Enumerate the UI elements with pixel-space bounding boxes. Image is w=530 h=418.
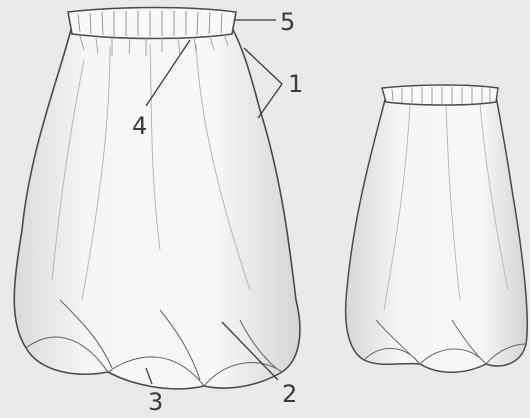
callout-5: 5	[280, 8, 295, 36]
callout-3: 3	[148, 388, 163, 416]
large-skirt	[14, 8, 300, 389]
small-skirt-waistband	[382, 85, 498, 105]
small-skirt-body	[346, 96, 528, 372]
callout-4: 4	[132, 112, 147, 140]
large-skirt-waistband	[68, 8, 236, 39]
leader-line-1b	[258, 84, 282, 118]
callout-2: 2	[282, 380, 297, 408]
callout-1: 1	[288, 70, 303, 98]
large-skirt-body	[14, 26, 300, 389]
small-skirt	[346, 85, 528, 372]
